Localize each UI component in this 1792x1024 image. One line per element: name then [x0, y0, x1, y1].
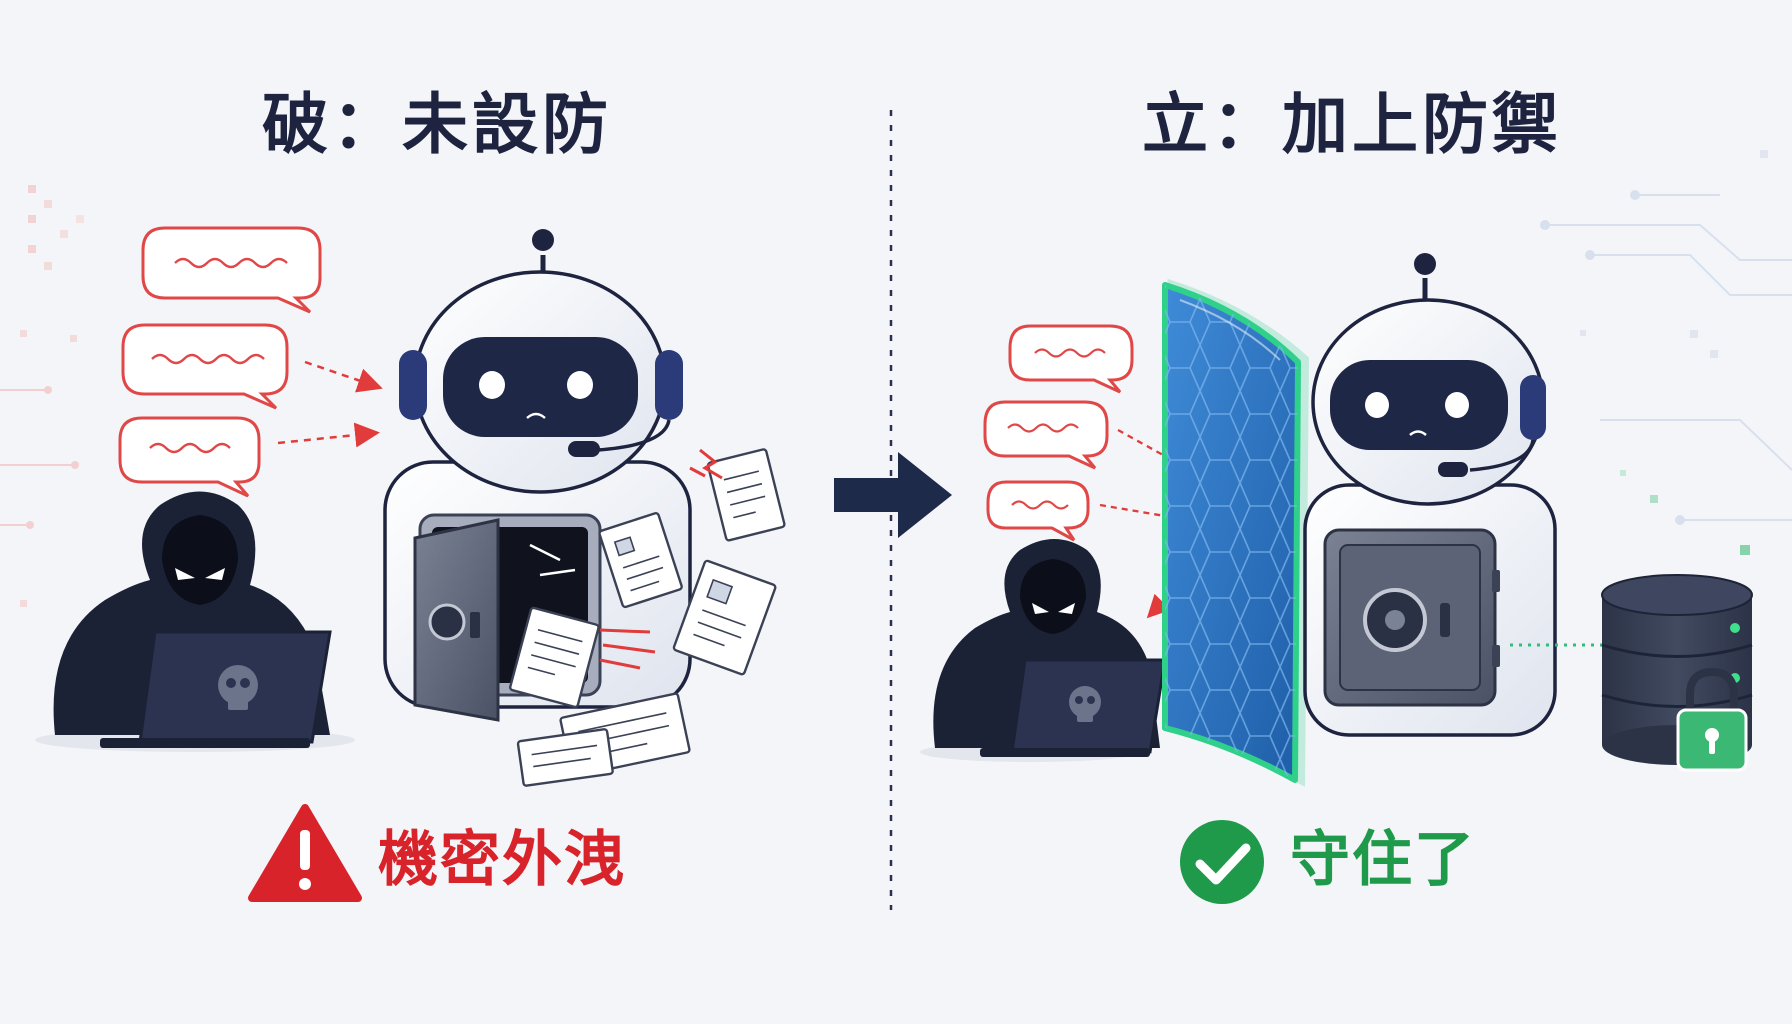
attack-arrows-left: [277, 360, 383, 448]
malicious-prompt-bubbles-left: [118, 226, 322, 498]
leaked-documents: [509, 448, 786, 787]
right-circuit-decor: [1540, 150, 1792, 555]
prompt-bubble: [1008, 324, 1134, 394]
warning-triangle-icon: [248, 804, 362, 902]
padlock-icon: [1676, 667, 1748, 772]
prompt-bubble: [121, 323, 289, 410]
prompt-bubble: [983, 400, 1109, 470]
prompt-bubble: [118, 416, 261, 498]
prompt-bubble: [141, 226, 322, 314]
check-circle-icon: [1180, 820, 1264, 904]
safe-icon: [1323, 528, 1500, 707]
right-result-label: 守住了: [1290, 825, 1476, 895]
left-panel-title: 破：未設防: [262, 86, 612, 163]
document-icon: [509, 606, 600, 709]
shield-icon: [1162, 278, 1310, 787]
skull-laptop-icon: [980, 658, 1167, 757]
document-icon: [672, 559, 777, 676]
leak-sparks: [599, 448, 723, 670]
left-digital-decor: [0, 185, 84, 607]
arrow-right-icon: [834, 452, 952, 538]
document-icon: [516, 728, 614, 787]
right-panel-title: 立：加上防禦: [1142, 86, 1562, 163]
prompt-bubble: [986, 480, 1090, 542]
left-result-label: 機密外洩: [378, 825, 626, 895]
skull-laptop-icon: [100, 630, 332, 748]
document-icon: [706, 448, 786, 542]
document-icon: [598, 512, 683, 609]
malicious-prompt-bubbles-right: [983, 324, 1134, 542]
